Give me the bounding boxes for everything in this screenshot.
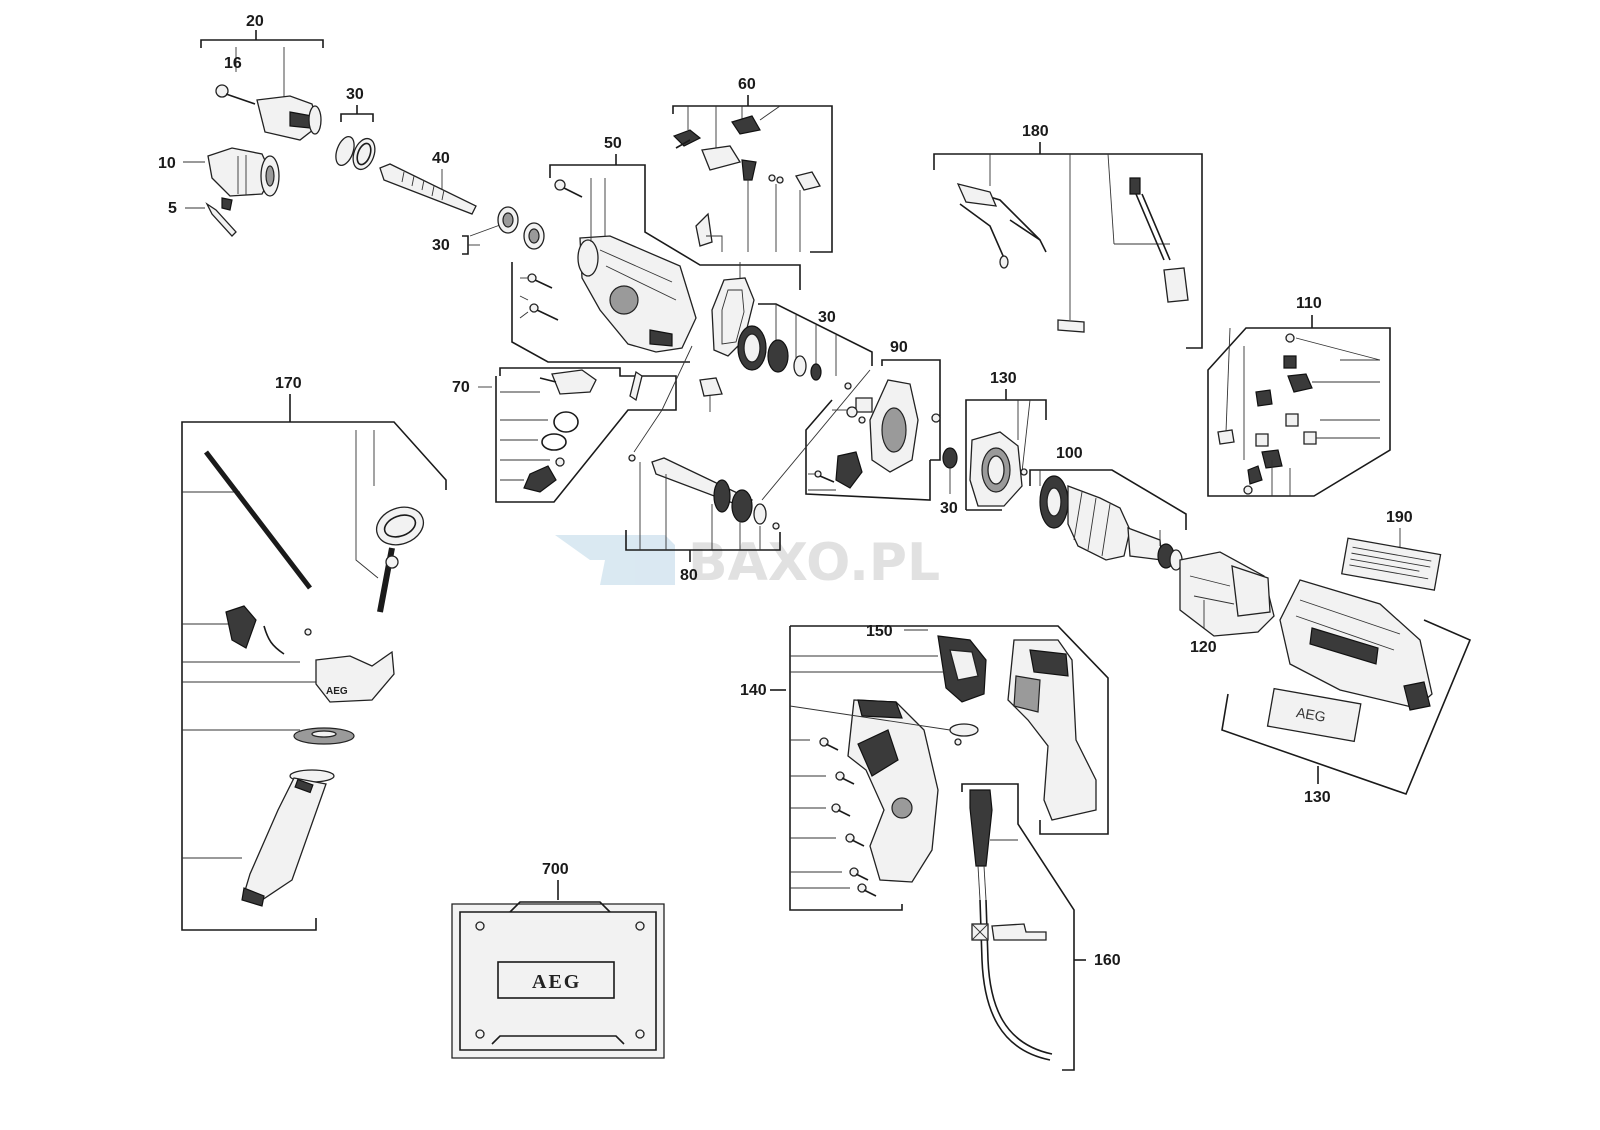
intermediate-shaft-group: 80 — [625, 345, 781, 584]
label-50: 50 — [604, 135, 622, 152]
housing-label-plate: AEG — [1266, 687, 1362, 743]
field-coil-icon — [1179, 551, 1275, 637]
power-cord-group: 160 — [961, 783, 1121, 1071]
chuck-screw — [215, 84, 256, 105]
spindle-icon — [379, 163, 477, 215]
carry-case-group: 700 AEG — [451, 861, 665, 1059]
switch-mount-group: 70 — [452, 367, 723, 503]
screw-b — [529, 303, 559, 321]
armature-icon — [1039, 475, 1183, 571]
cable-kit-group: 180 — [933, 123, 1203, 349]
label-120: 120 — [1190, 639, 1217, 656]
chuck-key-icon — [205, 197, 237, 237]
label-150: 150 — [866, 623, 893, 640]
watermark-text: BAXO.PL — [688, 533, 940, 593]
brush-holder-group: 110 — [1207, 295, 1391, 497]
housing-logo: AEG — [1295, 704, 1327, 725]
handle-screws — [790, 737, 877, 897]
label-700: 700 — [542, 861, 569, 878]
fan-baffle-group: 130 — [965, 370, 1047, 511]
label-30-washer: 30 — [940, 500, 958, 517]
gear-stack-group: 30 90 — [737, 303, 941, 461]
screw-top — [554, 179, 583, 198]
flange-screw — [814, 470, 835, 483]
label-190: 190 — [1386, 509, 1413, 526]
label-110: 110 — [1296, 295, 1322, 312]
watermark: BAXO.PL — [555, 533, 940, 593]
gearbox-housing-icon — [577, 235, 697, 353]
flange-group: 30 — [761, 369, 958, 517]
label-20: 20 — [246, 13, 264, 30]
drill-chuck-icon — [256, 95, 322, 141]
side-handle-group: 170 AEG — [181, 375, 447, 931]
case-logo: AEG — [532, 971, 581, 993]
handle-group: 150 140 — [740, 623, 1109, 911]
handle-left-icon — [847, 699, 939, 883]
spindle-group: 40 30 — [379, 150, 545, 255]
label-40: 40 — [432, 150, 450, 167]
label-130-housing: 130 — [1304, 789, 1331, 806]
label-30-bearings: 30 — [432, 237, 450, 254]
motor-housing-icon — [1279, 579, 1433, 711]
chuck-group: 20 16 10 5 — [158, 13, 324, 237]
label-130-baffle: 130 — [990, 370, 1017, 387]
handle-right-icon — [1007, 639, 1097, 821]
screw-a — [527, 273, 553, 289]
label-90: 90 — [890, 339, 908, 356]
rating-label-group: 190 — [1340, 509, 1442, 591]
label-140: 140 — [740, 682, 767, 699]
switch-parts-group: 60 — [672, 76, 833, 253]
side-handle-icon — [241, 769, 335, 907]
flange-plate-icon — [855, 379, 919, 473]
field-coil-group: 120 — [1179, 551, 1275, 656]
label-10: 10 — [158, 155, 176, 172]
baffle-icon — [969, 431, 1023, 507]
retaining-rings-group: 30 — [335, 86, 376, 171]
label-70: 70 — [452, 379, 470, 396]
label-30-gears: 30 — [818, 309, 836, 326]
depth-stop-clamp-icon: AEG — [315, 650, 395, 703]
label-60: 60 — [738, 76, 756, 93]
switch-icon — [937, 635, 987, 703]
carry-case-icon: AEG — [451, 901, 665, 1059]
label-30-rings: 30 — [346, 86, 364, 103]
keyed-chuck-icon — [207, 147, 280, 197]
handle-logo: AEG — [326, 686, 348, 697]
label-160: 160 — [1094, 952, 1121, 969]
rating-plate-icon — [1340, 537, 1442, 591]
armature-group: 100 — [1029, 445, 1187, 571]
label-100: 100 — [1056, 445, 1083, 462]
label-180: 180 — [1022, 123, 1049, 140]
gear-housing-group: 50 — [511, 135, 801, 363]
motor-housing-group: 130 AEG — [1221, 579, 1472, 806]
label-170: 170 — [275, 375, 302, 392]
label-16: 16 — [224, 55, 242, 72]
power-cord-icon — [969, 789, 1053, 1061]
label-5: 5 — [168, 200, 177, 217]
label-80: 80 — [680, 567, 698, 584]
